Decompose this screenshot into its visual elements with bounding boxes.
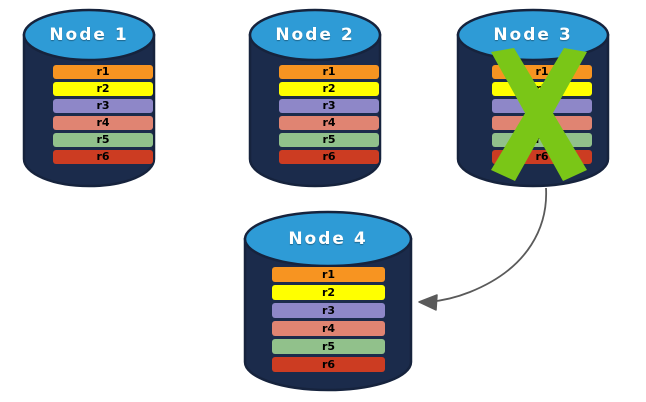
row-label: r5 — [535, 133, 549, 146]
row-r5[interactable]: r5 — [492, 133, 592, 147]
row-label: r2 — [322, 82, 336, 95]
row-r2[interactable]: r2 — [272, 285, 385, 300]
row-r6[interactable]: r6 — [279, 150, 379, 164]
row-r1[interactable]: r1 — [279, 65, 379, 79]
row-r4[interactable]: r4 — [272, 321, 385, 336]
row-label: r3 — [321, 303, 336, 317]
row-r3[interactable]: r3 — [53, 99, 153, 113]
row-r3[interactable]: r3 — [279, 99, 379, 113]
row-label: r6 — [322, 150, 336, 163]
row-label: r5 — [321, 339, 336, 353]
row-label: r3 — [535, 99, 549, 112]
row-r5[interactable]: r5 — [53, 133, 153, 147]
row-label: r3 — [322, 99, 336, 112]
node-cylinder-4[interactable]: Node 4 r1 r2 r3 r4 r5 r6 — [243, 210, 413, 392]
row-r6[interactable]: r6 — [53, 150, 153, 164]
node-cylinder-1[interactable]: Node 1 r1 r2 r3 r4 r5 r6 — [22, 8, 156, 188]
row-label: r2 — [96, 82, 110, 95]
row-label: r4 — [535, 116, 549, 129]
row-r3[interactable]: r3 — [492, 99, 592, 113]
row-label: r2 — [535, 82, 549, 95]
row-label: r3 — [96, 99, 110, 112]
row-label: r6 — [96, 150, 110, 163]
row-r1[interactable]: r1 — [272, 267, 385, 282]
row-label: r5 — [96, 133, 110, 146]
node-rows-3: r1 r2 r3 r4 r5 r6 — [492, 65, 592, 164]
row-label: r2 — [321, 285, 336, 299]
row-r4[interactable]: r4 — [492, 116, 592, 130]
row-label: r1 — [322, 65, 336, 78]
row-label: r1 — [321, 267, 336, 281]
row-label: r4 — [96, 116, 110, 129]
row-r5[interactable]: r5 — [272, 339, 385, 354]
row-r1[interactable]: r1 — [492, 65, 592, 79]
node-cylinder-2[interactable]: Node 2 r1 r2 r3 r4 r5 r6 — [248, 8, 382, 188]
row-r3[interactable]: r3 — [272, 303, 385, 318]
node-cylinder-3[interactable]: Node 3 r1 r2 r3 r4 r5 r6 — [456, 8, 610, 188]
row-r1[interactable]: r1 — [53, 65, 153, 79]
row-r2[interactable]: r2 — [279, 82, 379, 96]
row-r4[interactable]: r4 — [53, 116, 153, 130]
row-label: r5 — [322, 133, 336, 146]
row-label: r4 — [322, 116, 336, 129]
row-r4[interactable]: r4 — [279, 116, 379, 130]
row-label: r4 — [321, 321, 336, 335]
row-r2[interactable]: r2 — [492, 82, 592, 96]
node-rows-4: r1 r2 r3 r4 r5 r6 — [272, 267, 385, 372]
row-r2[interactable]: r2 — [53, 82, 153, 96]
row-r5[interactable]: r5 — [279, 133, 379, 147]
row-label: r1 — [535, 65, 549, 78]
row-label: r6 — [535, 150, 549, 163]
row-label: r6 — [321, 357, 336, 371]
node-rows-1: r1 r2 r3 r4 r5 r6 — [53, 65, 153, 164]
row-r6[interactable]: r6 — [272, 357, 385, 372]
row-r6[interactable]: r6 — [492, 150, 592, 164]
row-label: r1 — [96, 65, 110, 78]
node-rows-2: r1 r2 r3 r4 r5 r6 — [279, 65, 379, 164]
